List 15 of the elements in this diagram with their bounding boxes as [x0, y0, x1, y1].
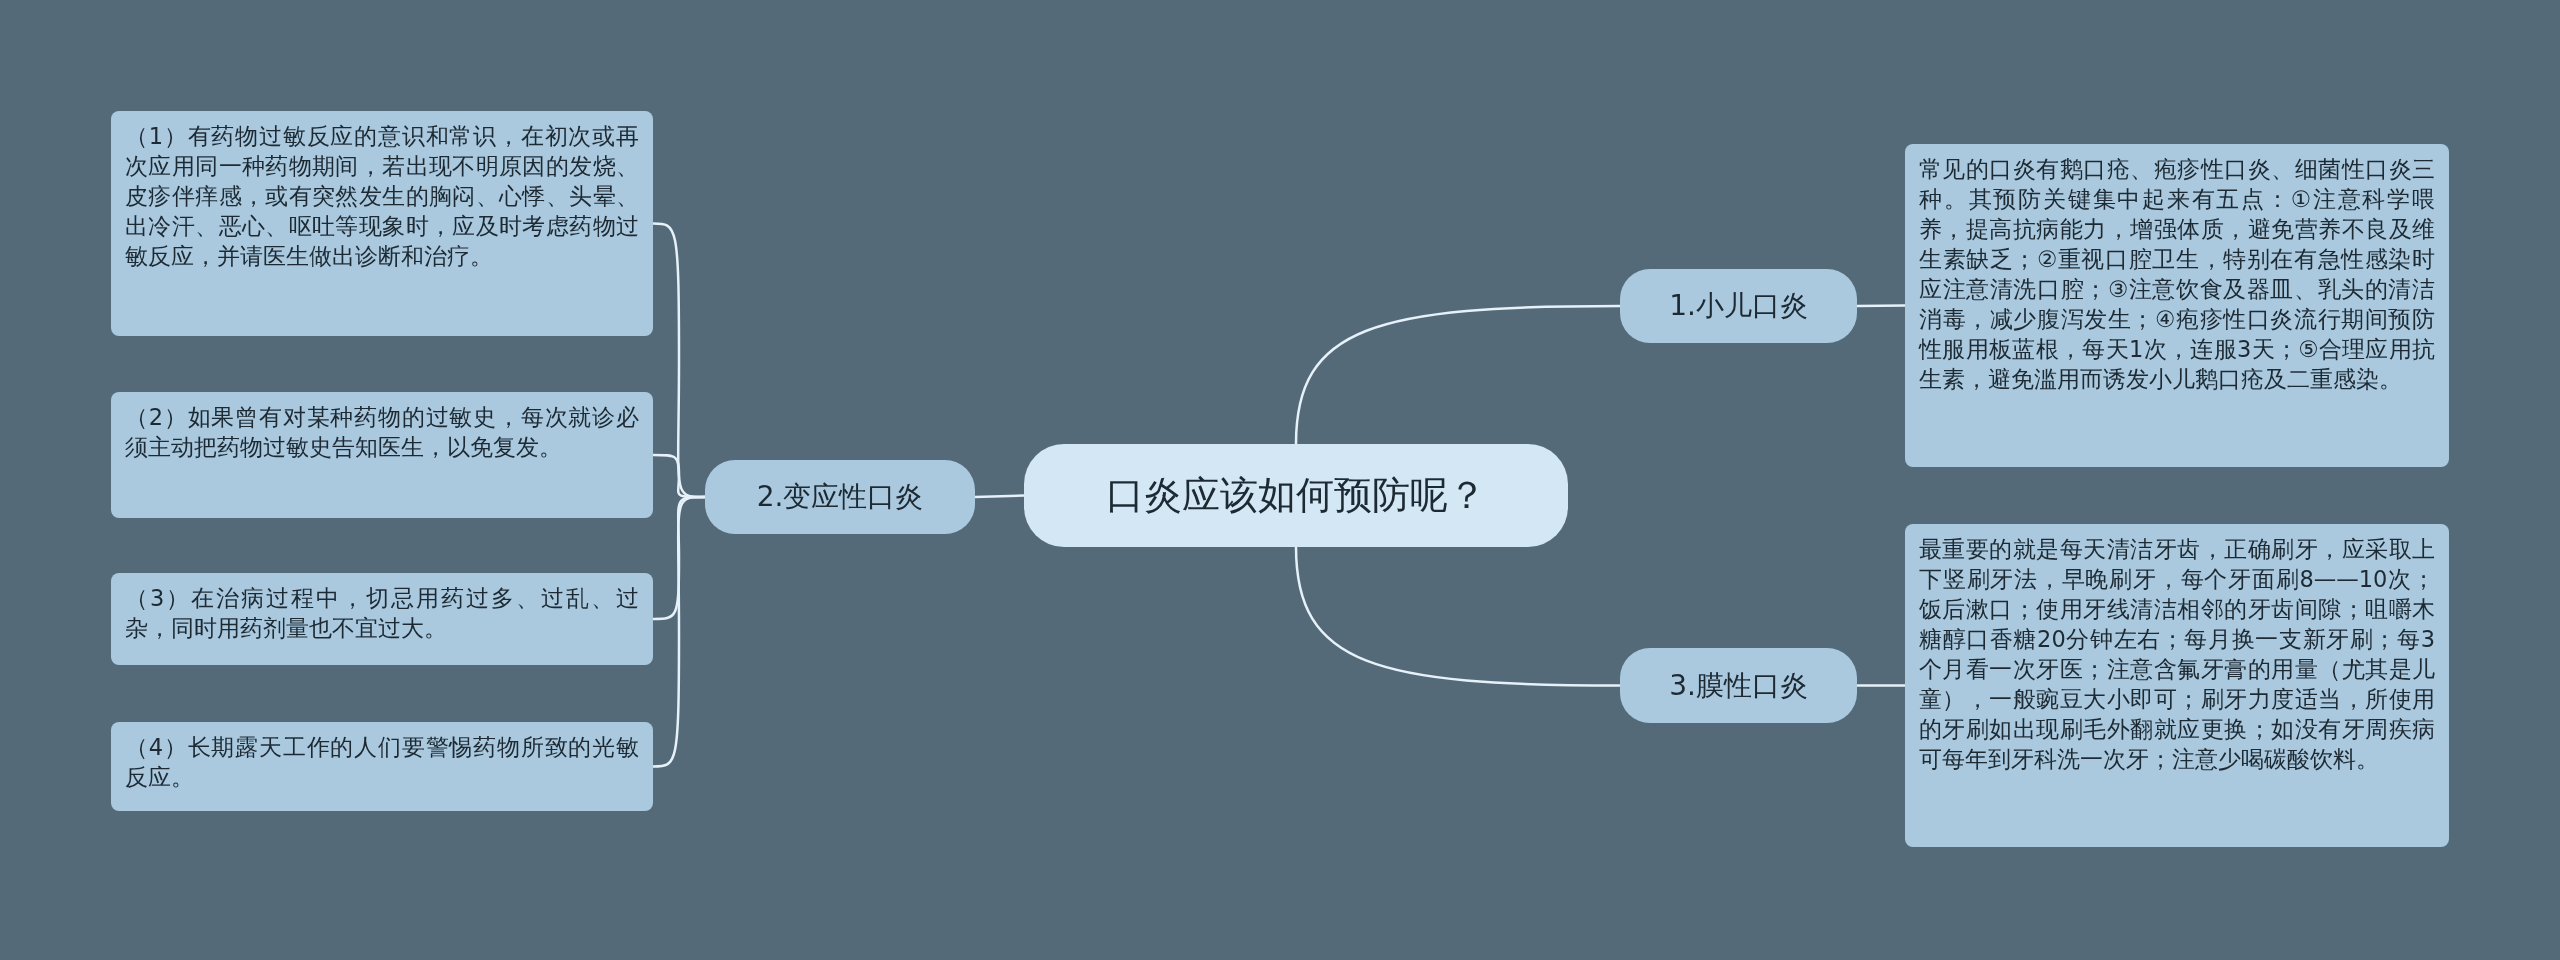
note-card: 最重要的就是每天清洁牙齿，正确刷牙，应采取上下竖刷牙法，早晚刷牙，每个牙面刷8——10次；饭后漱口；使用牙线清洁相邻的牙齿间隙；咀嚼木糖醇口香糖20分钟左右；每月换一支新牙刷；每3个月看一次牙医；注意含氟牙膏的用量（尤其是儿童），一般豌豆大小即可；刷牙力度适当，所使用的牙刷如出现刷毛外翻就应更换；如没有牙周疾病可每年到牙科洗一次牙；注意少喝碳酸饮料。	[1905, 524, 2449, 847]
branch-topic: 1.小儿口炎	[1620, 269, 1857, 343]
note-card: 常见的口炎有鹅口疮、疱疹性口炎、细菌性口炎三种。其预防关键集中起来有五点：①注意科学喂养，提高抗病能力，增强体质，避免营养不良及维生素缺乏；②重视口腔卫生，特别在有急性感染时应注意清洗口腔；③注意饮食及器皿、乳头的清洁消毒，减少腹泻发生；④疱疹性口炎流行期间预防性服用板蓝根，每天1次，连服3天；⑤合理应用抗生素，避免滥用而诱发小儿鹅口疮及二重感染。	[1905, 144, 2449, 467]
connector-line	[1294, 304, 1620, 445]
note-card: （1）有药物过敏反应的意识和常识，在初次或再次应用同一种药物期间，若出现不明原因的发烧、皮疹伴痒感，或有突然发生的胸闷、心悸、头晕、出冷汗、恶心、呕吐等现象时，应及时考虑药物过敏反应，并请医生做出诊断和治疗。	[111, 111, 653, 336]
note-card: （2）如果曾有对某种药物的过敏史，每次就诊必须主动把药物过敏史告知医生，以免复发。	[111, 392, 653, 518]
connector-line	[1294, 546, 1620, 687]
branch-topic: 2.变应性口炎	[705, 460, 975, 534]
branch-topic: 3.膜性口炎	[1620, 648, 1857, 723]
connector-line	[974, 494, 1025, 499]
note-card: （3）在治病过程中，切忌用药过多、过乱、过杂，同时用药剂量也不宜过大。	[111, 573, 653, 665]
connector-line	[1857, 304, 1905, 308]
connector-line	[1857, 684, 1905, 687]
note-card: （4）长期露天工作的人们要警惕药物所致的光敏反应。	[111, 722, 653, 811]
central-topic: 口炎应该如何预防呢？	[1024, 444, 1568, 547]
